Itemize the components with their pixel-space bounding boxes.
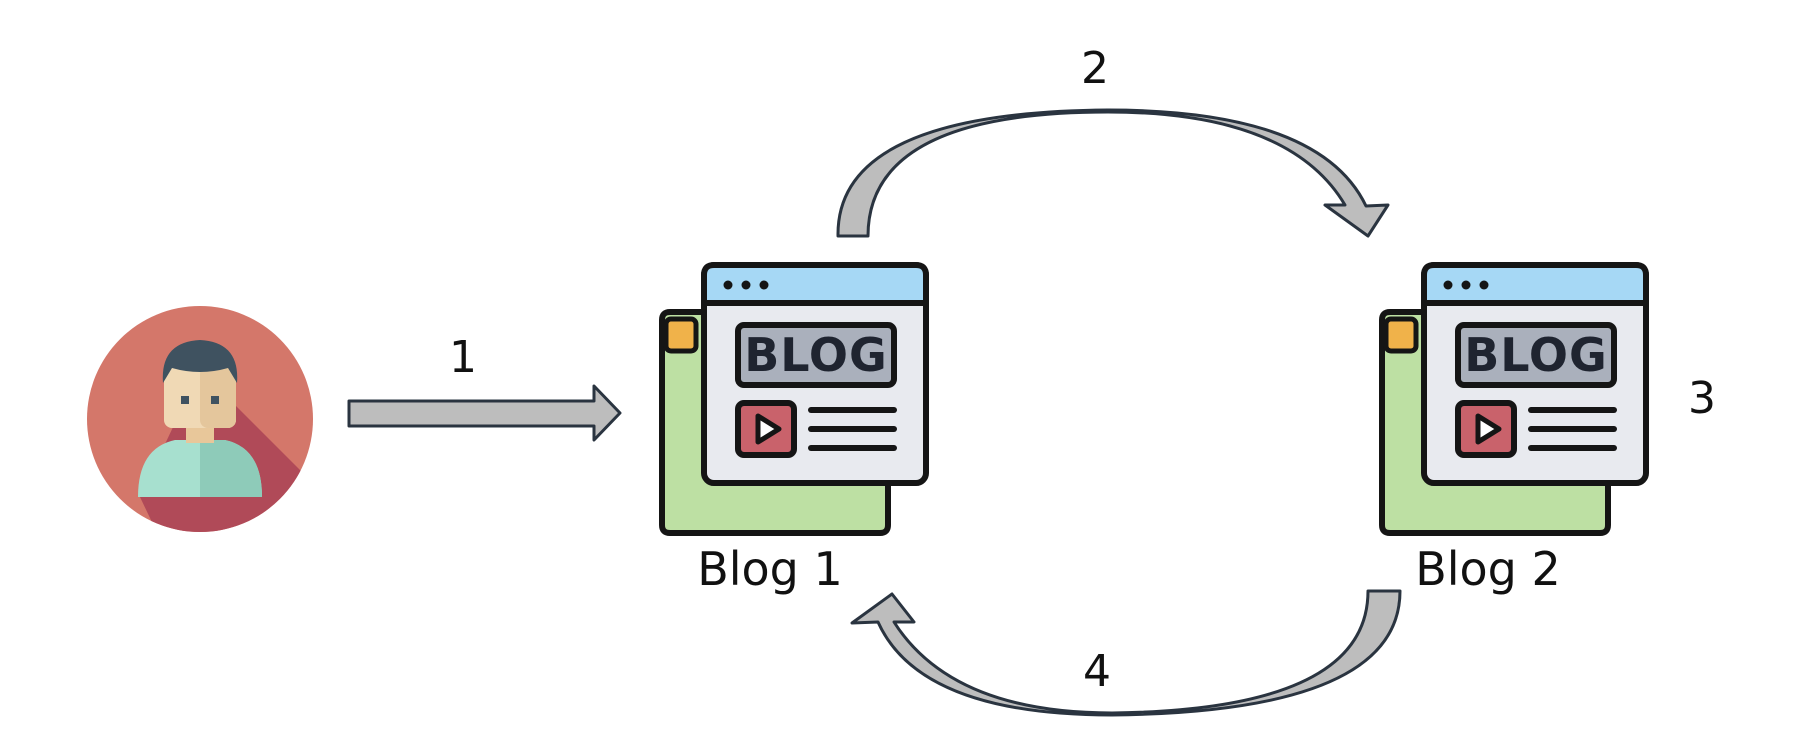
- blog1-header-text: BLOG: [744, 328, 888, 382]
- blog2-header-text: BLOG: [1464, 328, 1608, 382]
- edge-label-2: 2: [1081, 43, 1109, 94]
- arrow-user-to-blog1: [347, 384, 622, 442]
- blog2-label: Blog 2: [1415, 542, 1561, 596]
- blog2-icon: BLOG: [1382, 265, 1646, 533]
- blog2-side-label: 3: [1688, 373, 1716, 424]
- arrow-blog2-to-blog1: [850, 589, 1402, 717]
- blog1-label: Blog 1: [697, 542, 843, 596]
- edge-label-4: 4: [1083, 646, 1111, 697]
- user-avatar-icon: [87, 306, 313, 532]
- blog1-icon: BLOG: [662, 265, 926, 533]
- arrow-blog1-to-blog2: [836, 108, 1390, 238]
- edge-label-1: 1: [449, 332, 477, 383]
